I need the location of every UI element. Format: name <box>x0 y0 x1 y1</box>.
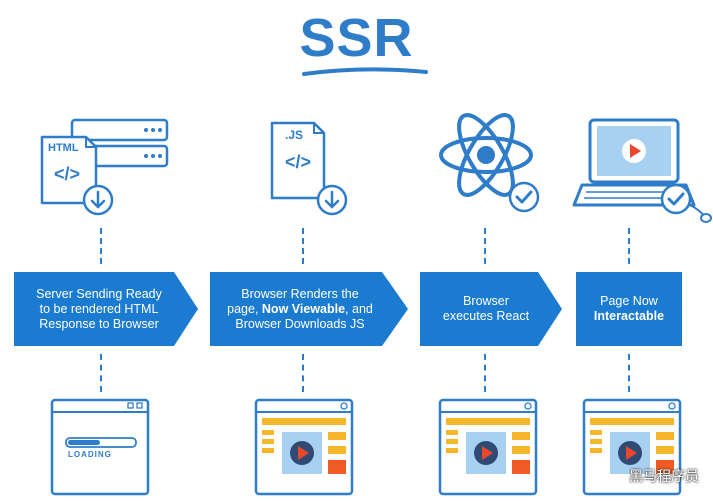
html-server-icon <box>34 115 174 230</box>
step-browser-renders: Browser Renders the page, Now Viewable, … <box>210 272 408 346</box>
js-file-label: .JS <box>285 128 304 142</box>
step-browser-executes-react: Browser executes React <box>420 272 562 346</box>
step-text-line: Browser Downloads JS <box>235 316 365 331</box>
browser-window-page <box>582 398 682 501</box>
html-file-label: HTML <box>48 142 79 154</box>
step-text-emphasis: Now Viewable <box>261 301 346 316</box>
step-text-line: Page Now <box>600 294 658 308</box>
connector-dash <box>484 228 486 264</box>
step-text-line: Server Sending Ready <box>36 286 162 301</box>
connector-dash <box>484 354 486 392</box>
js-file-icon <box>262 118 352 223</box>
connector-dash <box>628 228 630 264</box>
connector-dash <box>302 228 304 264</box>
code-glyph: </> <box>54 164 81 184</box>
step-text-part: page, <box>227 301 262 316</box>
step-text-line: Response to Browser <box>39 316 159 331</box>
step-text-line: Browser <box>463 294 509 308</box>
laptop-icon <box>572 115 712 230</box>
step-text-line: Browser Renders the <box>241 286 359 301</box>
step-page-interactable: Page Now Interactable <box>576 272 682 346</box>
connector-dash <box>628 354 630 392</box>
code-glyph: </> <box>285 152 312 172</box>
step-server-sending: Server Sending Ready to be rendered HTML… <box>14 272 198 346</box>
step-text-line: Interactable <box>593 309 665 323</box>
watermark: 黑马程序员 <box>629 468 699 484</box>
browser-window-page <box>254 398 354 501</box>
step-text-line: page, Now Viewable, and <box>227 302 373 317</box>
step-text-line: executes React <box>442 309 530 323</box>
connector-dash <box>100 228 102 264</box>
title-underline <box>302 67 428 76</box>
browser-window-page <box>438 398 538 501</box>
page-title: SSR <box>299 8 414 68</box>
step-text-line: to be rendered HTML <box>39 301 159 316</box>
browser-window-loading: LOADING <box>50 398 150 501</box>
react-atom-icon <box>436 105 546 220</box>
connector-dash <box>302 354 304 392</box>
loading-label: LOADING <box>68 450 112 459</box>
step-text-part: , and <box>345 301 373 316</box>
connector-dash <box>100 354 102 392</box>
